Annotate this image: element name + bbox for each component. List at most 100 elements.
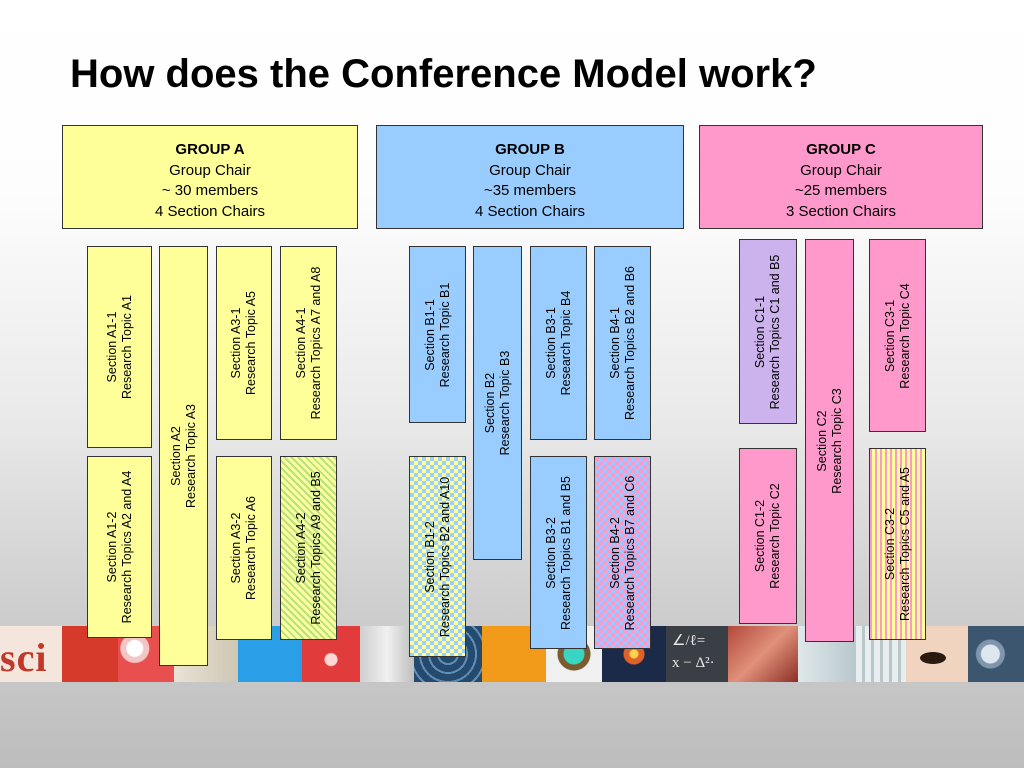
group-a-sections: 4 Section Chairs	[154, 202, 266, 220]
section-a3-1-name: Section A3-1	[229, 307, 243, 379]
section-a2-box: Section A2 Research Topic A3	[159, 246, 208, 666]
section-b4-2-name: Section B4-2	[607, 516, 622, 589]
section-c2-label: Section C2 Research Topic C3	[815, 388, 845, 493]
group-b-chair: Group Chair	[489, 161, 571, 179]
section-c1-2-box: Section C1-2 Research Topic C2	[739, 448, 797, 624]
strip-math-line1: ∠/ℓ=	[672, 633, 706, 649]
section-c3-1-topic: Research Topic C4	[897, 282, 912, 389]
section-a4-2-name: Section A4-2	[293, 512, 308, 584]
section-a3-1-topic: Research Topic A5	[244, 291, 258, 395]
section-c1-2-name: Section C1-2	[753, 499, 767, 573]
section-c3-2-name: Section C3-2	[882, 507, 897, 581]
strip-tile-bubbles	[968, 626, 1024, 682]
group-a-name: GROUP A	[175, 141, 245, 158]
section-c2-box: Section C2 Research Topic C3	[805, 239, 854, 642]
section-c2-topic: Research Topic C3	[829, 387, 844, 494]
group-b-name: GROUP B	[495, 141, 565, 158]
section-a3-1-label: Section A3-1 Research Topic A5	[229, 291, 259, 395]
section-c3-1-label: Section C3-1 Research Topic C4	[883, 283, 913, 388]
section-b2-topic: Research Topic B3	[497, 350, 512, 456]
section-b3-2-box: Section B3-2 Research Topics B1 and B5	[530, 456, 587, 649]
section-a3-2-name: Section A3-2	[229, 512, 243, 584]
strip-tile-muscle	[728, 626, 798, 682]
section-b3-1-box: Section B3-1 Research Topic B4	[530, 246, 587, 440]
section-c3-1-name: Section C3-1	[882, 299, 897, 372]
section-b4-1-label: Section B4-1 Research Topics B2 and B6	[608, 266, 638, 420]
section-a3-2-topic: Research Topic A6	[244, 496, 258, 600]
section-b1-1-box: Section B1-1 Research Topic B1	[409, 246, 466, 423]
group-c-sections: 3 Section Chairs	[785, 202, 897, 220]
slide-title: How does the Conference Model work?	[70, 52, 817, 96]
section-b2-name: Section B2	[482, 372, 497, 434]
section-a1-1-box: Section A1-1 Research Topic A1	[87, 246, 152, 448]
section-b1-1-label: Section B1-1 Research Topic B1	[423, 282, 453, 387]
strip-tile-logo: sci	[0, 626, 62, 682]
strip-eye	[918, 650, 948, 666]
section-a2-label: Section A2 Research Topic A3	[169, 404, 199, 508]
section-a1-2-box: Section A1-2 Research Topics A2 and A4	[87, 456, 152, 638]
section-b3-2-label: Section B3-2 Research Topics B1 and B5	[544, 475, 574, 629]
section-b3-1-label: Section B3-1 Research Topic B4	[544, 291, 574, 396]
section-c1-2-topic: Research Topic C2	[768, 483, 782, 589]
group-c-header: GROUP C Group Chair ~25 members 3 Sectio…	[699, 125, 983, 229]
section-b2-box: Section B2 Research Topic B3	[473, 246, 522, 560]
section-c3-2-topic: Research Topics C5 and A5	[897, 466, 912, 622]
section-b4-1-box: Section B4-1 Research Topics B2 and B6	[594, 246, 651, 440]
group-c-members: ~25 members	[794, 182, 888, 199]
section-a4-1-name: Section A4-1	[293, 307, 308, 379]
section-c1-1-topic: Research Topics C1 and B5	[768, 254, 782, 409]
section-b4-2-label: Section B4-2 Research Topics B7 and C6	[608, 475, 638, 630]
section-a1-2-name: Section A1-2	[104, 511, 119, 583]
section-a4-1-box: Section A4-1 Research Topics A7 and A8	[280, 246, 337, 440]
group-b-header: GROUP B Group Chair ~35 members 4 Sectio…	[376, 125, 684, 229]
group-c-chair: Group Chair	[800, 161, 882, 179]
section-b4-1-topic: Research Topics B2 and B6	[622, 265, 637, 421]
section-c3-1-box: Section C3-1 Research Topic C4	[869, 239, 926, 432]
section-b1-1-topic: Research Topic B1	[437, 282, 452, 387]
section-c1-2-label: Section C1-2 Research Topic C2	[753, 483, 783, 588]
section-b3-1-name: Section B3-1	[543, 307, 558, 379]
strip-math-text: ∠/ℓ= x − Δ²·	[672, 630, 715, 674]
strip-math-line2: x − Δ²·	[672, 655, 715, 671]
section-a1-1-name: Section A1-1	[104, 311, 119, 383]
section-a1-2-label: Section A1-2 Research Topics A2 and A4	[105, 471, 135, 624]
section-b4-2-topic: Research Topics B7 and C6	[622, 475, 637, 630]
section-b1-2-box: Section B1-2 Research Topics B2 and A10	[409, 456, 466, 657]
group-a-chair: Group Chair	[169, 161, 251, 179]
section-a4-2-label: Section A4-2 Research Topics A9 and B5	[294, 471, 324, 624]
section-c1-1-label: Section C1-1 Research Topics C1 and B5	[753, 254, 783, 409]
section-c1-1-box: Section C1-1 Research Topics C1 and B5	[739, 239, 797, 424]
section-c1-1-name: Section C1-1	[753, 295, 767, 368]
section-b1-2-topic: Research Topics B2 and A10	[437, 476, 452, 637]
section-b1-2-name: Section B1-2	[422, 520, 437, 593]
strip-logo-text: sci	[0, 635, 48, 680]
section-a3-2-label: Section A3-2 Research Topic A6	[229, 496, 259, 600]
section-c3-2-box: Section C3-2 Research Topics C5 and A5	[869, 448, 926, 640]
section-a3-2-box: Section A3-2 Research Topic A6	[216, 456, 272, 640]
group-a-header: GROUP A Group Chair ~ 30 members 4 Secti…	[62, 125, 358, 229]
section-a4-1-topic: Research Topics A7 and A8	[308, 266, 323, 420]
strip-tile-skeleton	[360, 626, 414, 682]
strip-tile-chalkboard: ∠/ℓ= x − Δ²·	[666, 626, 728, 682]
group-b-sections: 4 Section Chairs	[474, 202, 586, 220]
section-a4-2-topic: Research Topics A9 and B5	[308, 471, 323, 625]
section-b3-1-topic: Research Topic B4	[558, 290, 573, 396]
section-c2-name: Section C2	[814, 409, 829, 472]
section-c3-2-label: Section C3-2 Research Topics C5 and A5	[883, 467, 913, 621]
section-a1-1-label: Section A1-1 Research Topic A1	[105, 295, 135, 399]
section-b3-2-topic: Research Topics B1 and B5	[558, 475, 573, 630]
section-a4-2-box: Section A4-2 Research Topics A9 and B5	[280, 456, 337, 640]
section-b1-1-name: Section B1-1	[422, 298, 437, 371]
section-a3-1-box: Section A3-1 Research Topic A5	[216, 246, 272, 440]
section-b4-1-name: Section B4-1	[607, 307, 622, 379]
group-c-name: GROUP C	[806, 141, 876, 158]
section-b1-2-label: Section B1-2 Research Topics B2 and A10	[423, 476, 453, 636]
section-a2-name: Section A2	[168, 426, 183, 486]
section-a4-1-label: Section A4-1 Research Topics A7 and A8	[294, 267, 324, 420]
section-a1-2-topic: Research Topics A2 and A4	[119, 470, 134, 624]
group-b-members: ~35 members	[483, 182, 577, 199]
group-a-members: ~ 30 members	[161, 182, 259, 199]
section-b3-2-name: Section B3-2	[543, 516, 558, 589]
section-b4-2-box: Section B4-2 Research Topics B7 and C6	[594, 456, 651, 649]
section-a1-1-topic: Research Topic A1	[119, 295, 134, 399]
